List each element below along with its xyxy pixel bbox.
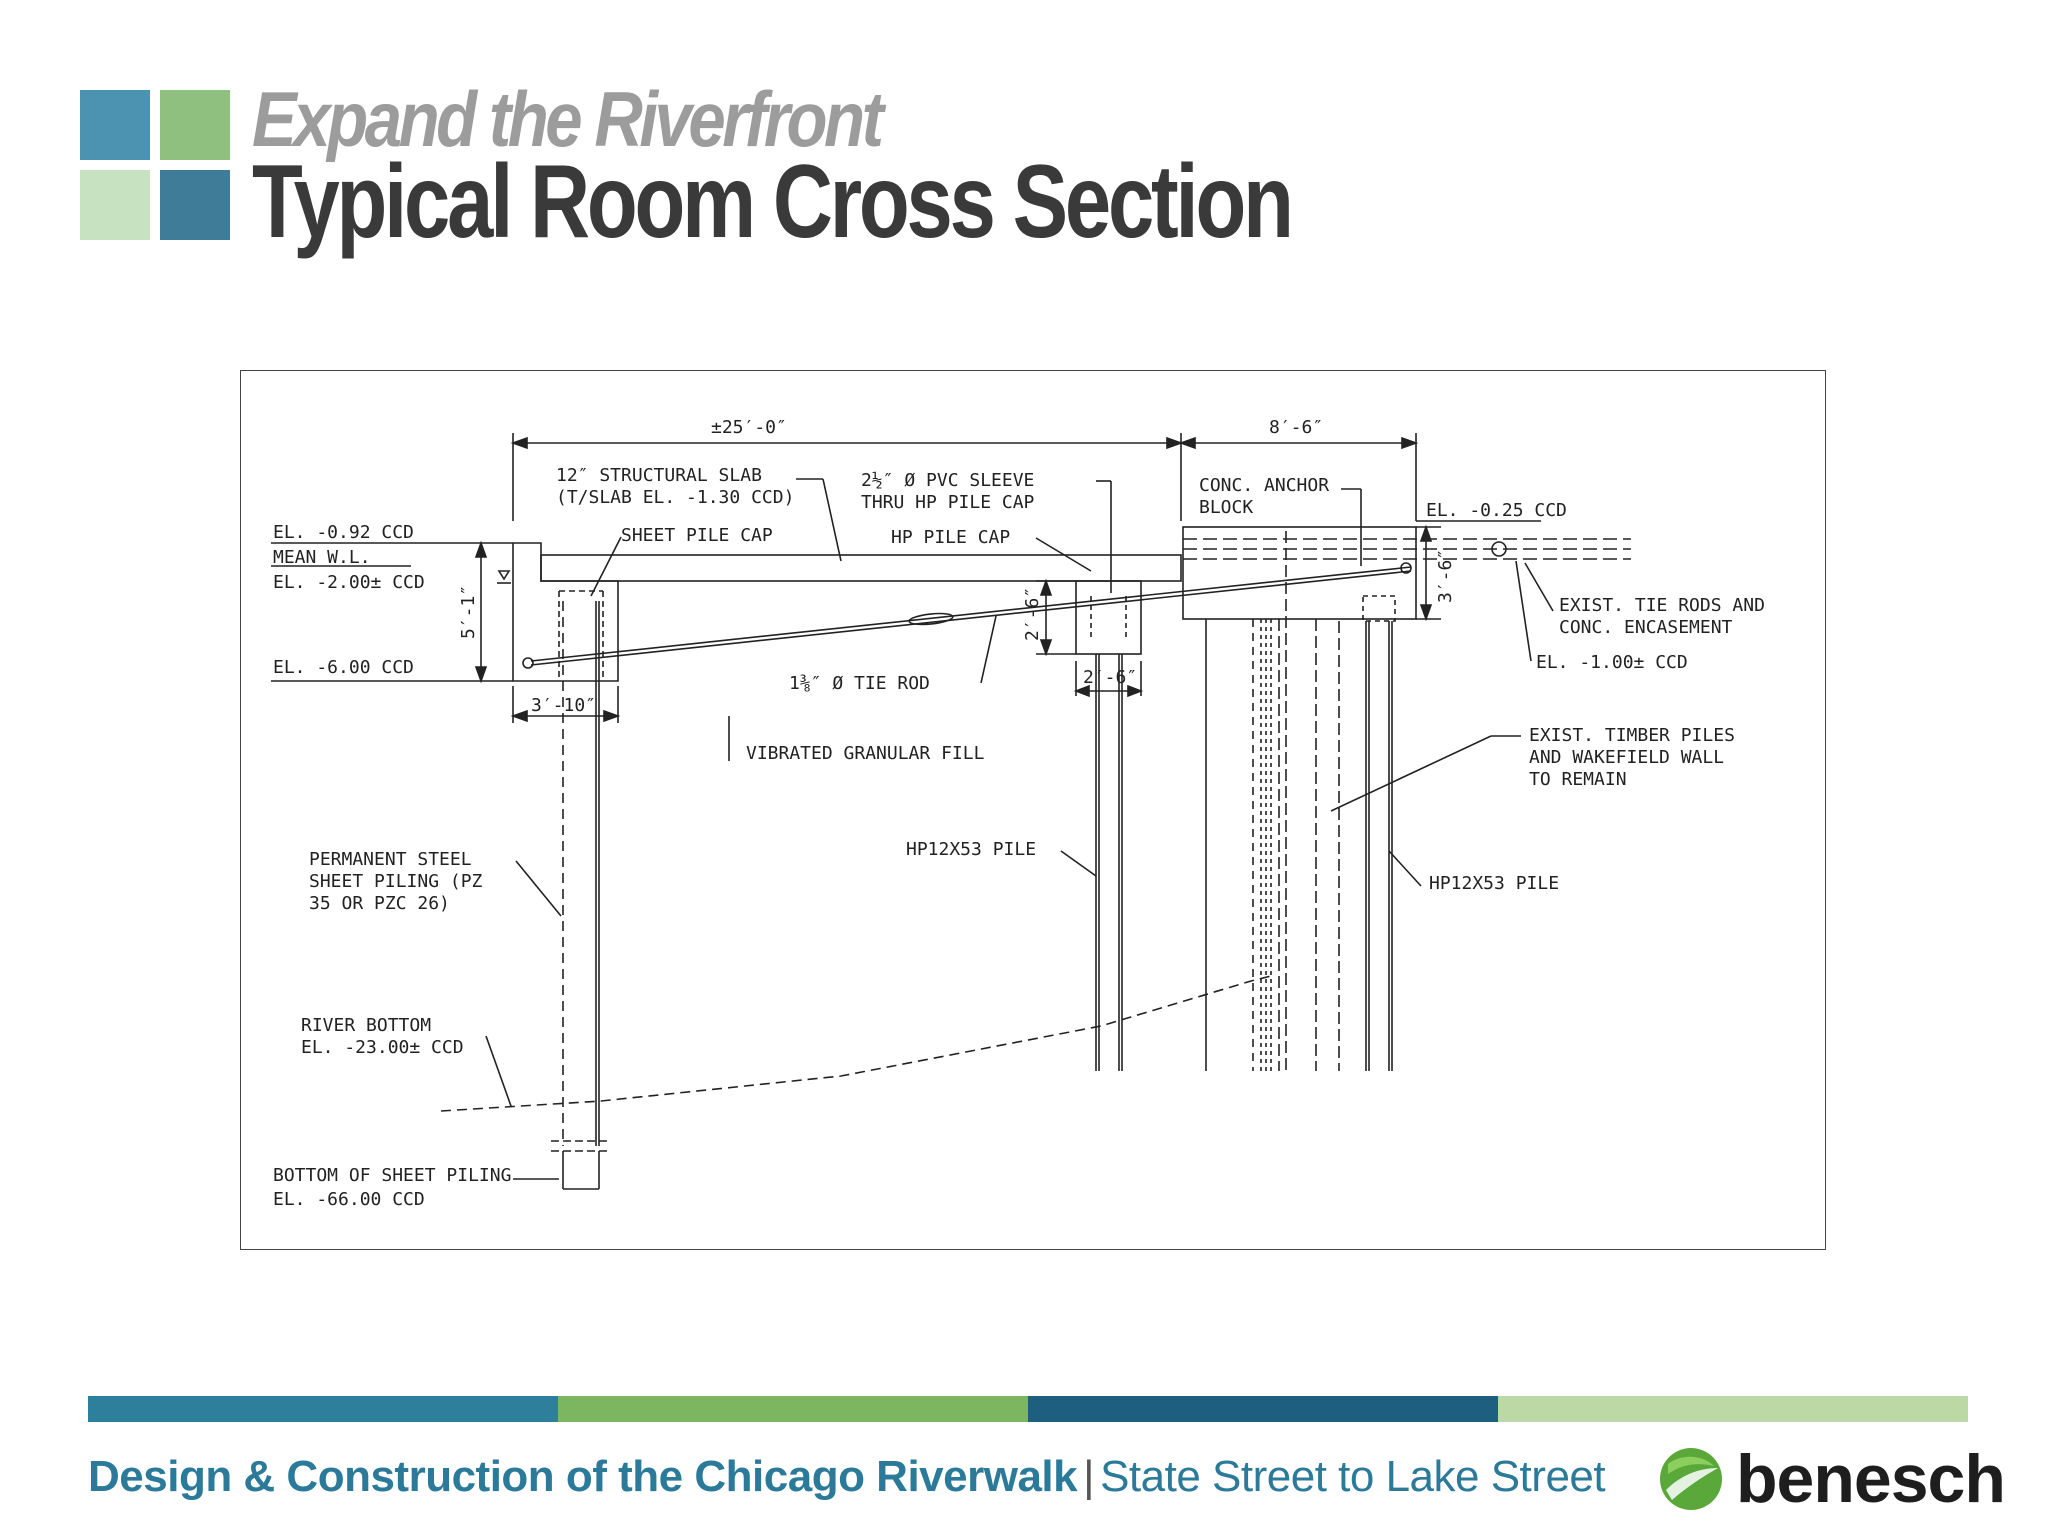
- footer-band-segment-4: [1498, 1396, 1968, 1422]
- mean-water-level: MEAN W.L.: [273, 547, 371, 568]
- dim-5-1: 5′-1″: [458, 585, 479, 639]
- footer-band-segment-1: [88, 1396, 558, 1422]
- timber-note-line-2: AND WAKEFIELD WALL: [1529, 747, 1724, 768]
- logo-square-green: [160, 90, 230, 160]
- timber-note-line-3: TO REMAIN: [1529, 769, 1627, 790]
- footer-band-segment-2: [558, 1396, 1028, 1422]
- dim-2-6-horizontal: 2′-6″: [1083, 667, 1137, 688]
- el-left-2: EL. -2.00± CCD: [273, 572, 425, 593]
- header-logo-squares: [80, 90, 230, 240]
- benesch-leaf-icon: [1660, 1448, 1722, 1510]
- sleeve-note-line-1: 2½″ Ø PVC SLEEVE: [861, 470, 1034, 491]
- footer-project-name: Design & Construction of the Chicago Riv…: [88, 1452, 1078, 1501]
- steel-note-line-3: 35 OR PZC 26): [309, 893, 450, 914]
- granular-fill-label: VIBRATED GRANULAR FILL: [746, 743, 985, 764]
- anchor-note-line-1: CONC. ANCHOR: [1199, 475, 1329, 496]
- anchor-note-line-2: BLOCK: [1199, 497, 1253, 518]
- steel-note-line-2: SHEET PILING (PZ: [309, 871, 483, 892]
- tie-rod-label: 1⅜″ Ø TIE ROD: [789, 673, 930, 694]
- slide-title: Typical Room Cross Section: [252, 144, 1294, 260]
- hp-pile-right-label: HP12X53 PILE: [1429, 873, 1559, 894]
- bottom-note-line-2: EL. -66.00 CCD: [273, 1189, 425, 1210]
- benesch-wordmark: benesch: [1736, 1441, 2006, 1517]
- footer-separator: |: [1083, 1452, 1095, 1501]
- sheet-pile-cap-label: SHEET PILE CAP: [621, 525, 773, 546]
- sleeve-note-line-2: THRU HP PILE CAP: [861, 492, 1035, 513]
- footer-band-segment-3: [1028, 1396, 1498, 1422]
- dim-2-6-vertical: 2′-6″: [1022, 587, 1043, 641]
- hp-pile-cap-label: HP PILE CAP: [891, 527, 1010, 548]
- tie-rods-note-line-1: EXIST. TIE RODS AND: [1559, 595, 1765, 616]
- logo-square-dark-blue: [160, 170, 230, 240]
- tie-rods-note-line-2: CONC. ENCASEMENT: [1559, 617, 1733, 638]
- footer-project-title: Design & Construction of the Chicago Riv…: [88, 1452, 1606, 1502]
- timber-note-line-1: EXIST. TIMBER PILES: [1529, 725, 1735, 746]
- el-top-right: EL. -0.25 CCD: [1426, 500, 1567, 521]
- dim-top-right: 8′-6″: [1269, 417, 1323, 438]
- drawing-linework: [271, 433, 1631, 1190]
- slab-note-line-2: (T/SLAB EL. -1.30 CCD): [556, 487, 794, 508]
- footer-project-reach: State Street to Lake Street: [1100, 1452, 1606, 1501]
- bottom-note-line-1: BOTTOM OF SHEET PILING: [273, 1165, 511, 1186]
- el-left-1: EL. -0.92 CCD: [273, 522, 414, 543]
- el-right-2: EL. -1.00± CCD: [1536, 652, 1688, 673]
- river-note-line-2: EL. -23.00± CCD: [301, 1037, 464, 1058]
- logo-square-light-green: [80, 170, 150, 240]
- logo-square-blue: [80, 90, 150, 160]
- slab-note-line-1: 12″ STRUCTURAL SLAB: [556, 465, 762, 486]
- river-note-line-1: RIVER BOTTOM: [301, 1015, 431, 1036]
- hp-pile-left-label: HP12X53 PILE: [906, 839, 1036, 860]
- slide-subtitle: Expand the Riverfront: [252, 75, 884, 163]
- steel-note-line-1: PERMANENT STEEL: [309, 849, 472, 870]
- dim-3-10: 3′-10″: [531, 695, 596, 716]
- dim-3-6: 3′-6″: [1435, 549, 1456, 603]
- el-left-3: EL. -6.00 CCD: [273, 657, 414, 678]
- cross-section-svg: ±25′-0″ 8′-6″ 12″ STRUCTURAL SLAB (T/SLA…: [271, 417, 1765, 1210]
- cross-section-drawing: ±25′-0″ 8′-6″ 12″ STRUCTURAL SLAB (T/SLA…: [240, 370, 1826, 1250]
- dim-top-left: ±25′-0″: [711, 417, 787, 438]
- benesch-logo: benesch: [1658, 1440, 2006, 1520]
- drawing-labels: ±25′-0″ 8′-6″ 12″ STRUCTURAL SLAB (T/SLA…: [273, 417, 1765, 1210]
